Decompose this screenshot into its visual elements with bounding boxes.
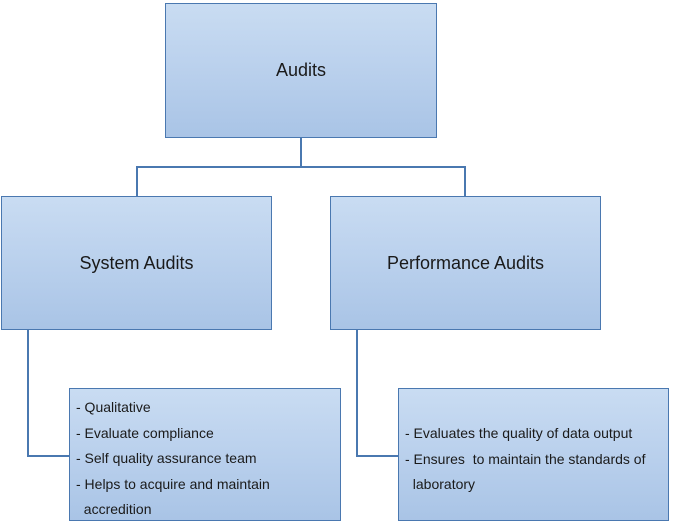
system-audits-detail-item: - Helps to acquire and maintain [76, 475, 270, 492]
node-system-audits: System Audits [1, 196, 272, 330]
node-performance-audits-details: - Evaluates the quality of data output -… [398, 388, 669, 521]
system-audits-detail-item: - Evaluate compliance [76, 424, 214, 441]
system-audits-detail-item: - Self quality assurance team [76, 450, 257, 466]
system-audits-detail-list: - Qualitative - Evaluate compliance - Se… [76, 395, 334, 523]
node-system-audits-details: - Qualitative - Evaluate compliance - Se… [69, 388, 341, 521]
performance-audits-detail-list: - Evaluates the quality of data output -… [405, 421, 662, 498]
node-system-audits-label: System Audits [79, 252, 194, 273]
node-performance-audits: Performance Audits [330, 196, 601, 330]
system-audits-detail-item: - Qualitative [76, 399, 151, 415]
performance-audits-detail-item: laboratory [405, 476, 476, 492]
node-audits-label: Audits [275, 60, 327, 80]
system-audits-detail-item: accredition [76, 501, 152, 517]
node-audits: Audits [165, 3, 437, 138]
performance-audits-detail-item: - Evaluates the quality of data output [405, 425, 633, 441]
node-performance-audits-label: Performance Audits [386, 252, 545, 273]
performance-audits-detail-item: - Ensures to maintain the standards of [405, 450, 646, 467]
